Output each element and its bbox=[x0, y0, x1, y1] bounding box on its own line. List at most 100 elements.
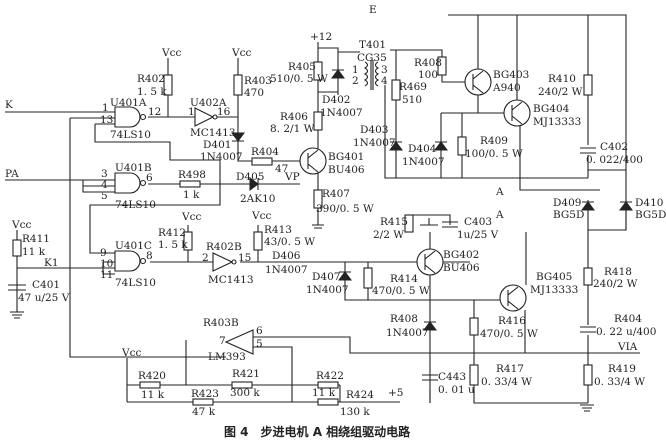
label-parts-r412-1: 1. 5 k bbox=[158, 239, 188, 251]
label-parts-r406-0: R406 bbox=[280, 111, 308, 123]
label-pins-c5: 5 bbox=[256, 338, 263, 350]
label-parts-c402-0: C402 bbox=[600, 141, 628, 153]
label-parts-r404-0: R404 bbox=[251, 146, 279, 158]
vcc-label: Vcc bbox=[251, 210, 271, 222]
label-parts-d402-0: D402 bbox=[322, 94, 350, 106]
label-parts-bg401-1: BU406 bbox=[328, 164, 365, 176]
label-parts-bg401-0: BG401 bbox=[328, 151, 364, 163]
labels: K PA VP K1 E A A VIA +12 +5 Vcc Vcc Vcc … bbox=[5, 4, 666, 439]
label-parts-c403-1: 1u/25 V bbox=[457, 229, 499, 241]
label-parts-r404b-1: 0. 22 u/400 bbox=[596, 326, 656, 338]
gate-u401a bbox=[114, 106, 141, 128]
transformer-t401 bbox=[363, 60, 380, 90]
label-parts-r414-1: 470/0. 5 W bbox=[372, 285, 430, 297]
buffer-bubble bbox=[212, 114, 218, 120]
label-parts-t401-0: T401 bbox=[359, 39, 386, 51]
vcc-label: Vcc bbox=[121, 347, 141, 359]
gate-u401c bbox=[114, 250, 141, 272]
label-pins-p8: 8 bbox=[146, 250, 153, 262]
label-parts-u402a-0: U402A bbox=[190, 97, 227, 109]
label-pins-p16: 16 bbox=[217, 106, 231, 118]
label-pins-p6: 6 bbox=[146, 172, 153, 184]
label-parts-d401-1: 1N4007 bbox=[200, 151, 243, 163]
label-parts-u401b-0: U401B bbox=[115, 162, 152, 174]
label-parts-r417-1: 0. 33/4 W bbox=[481, 376, 532, 388]
signal-via: VIA bbox=[617, 341, 638, 353]
label-pins-t1: 1 bbox=[352, 64, 359, 76]
label-parts-r403b-0: R403B bbox=[203, 317, 239, 329]
label-parts-r420-0: R420 bbox=[138, 370, 166, 382]
label-pins-p3: 3 bbox=[101, 168, 108, 180]
label-parts-d407-0: D407 bbox=[312, 271, 340, 283]
label-parts-r411-0: R411 bbox=[22, 233, 50, 245]
label-parts-r404-1: 47 bbox=[275, 163, 288, 175]
label-pins-pin1: 1 bbox=[188, 106, 195, 118]
label-pins-p11: 11 bbox=[100, 269, 113, 281]
label-parts-r402-1: 1. 5 k bbox=[137, 86, 167, 98]
label-parts-bg405-0: BG405 bbox=[536, 271, 572, 283]
signal-pa: PA bbox=[5, 168, 19, 180]
label-pins-t2: 2 bbox=[352, 75, 359, 87]
label-parts-r415-1: 2/2 W bbox=[373, 229, 404, 241]
label-parts-r417-0: R417 bbox=[496, 363, 524, 375]
label-parts-r404b-0: R404 bbox=[614, 313, 642, 325]
schematic-element bbox=[344, 200, 627, 404]
resistor-r420 bbox=[139, 381, 161, 389]
resistor-r417 bbox=[469, 364, 479, 386]
figure-caption: 图 4 步进电机 A 相绕组驱动电路 bbox=[224, 424, 411, 439]
label-parts-d410-1: BG5D bbox=[635, 209, 666, 221]
resistor-r404 bbox=[251, 157, 273, 166]
label-parts-u401c-1: 74LS10 bbox=[115, 277, 156, 289]
label-parts-d401-0: D401 bbox=[203, 139, 231, 151]
transistor-leads bbox=[307, 70, 523, 310]
resistor-r423 bbox=[192, 398, 214, 406]
label-parts-r407-0: R407 bbox=[322, 188, 350, 200]
schematic-element bbox=[338, 14, 627, 230]
label-parts-r413-0: R413 bbox=[264, 224, 292, 236]
label-pins-p13: 13 bbox=[100, 114, 113, 126]
label-parts-r403b-1: LM393 bbox=[208, 351, 246, 363]
label-parts-d407-1: 1N4007 bbox=[306, 284, 349, 296]
label-parts-u401c-0: U401C bbox=[115, 240, 152, 252]
label-parts-r408b-0: R408 bbox=[390, 313, 418, 325]
vcc-label: Vcc bbox=[11, 219, 31, 231]
label-parts-r421-0: R421 bbox=[232, 368, 260, 380]
label-parts-r402b-1: MC1413 bbox=[208, 274, 254, 286]
label-parts-d409-1: BG5D bbox=[553, 209, 584, 221]
label-parts-r424-1: 130 k bbox=[340, 406, 370, 418]
label-parts-d402-1: 1N4007 bbox=[320, 107, 363, 119]
label-parts-t401-1: CG35 bbox=[357, 52, 387, 64]
label-parts-r422-0: R422 bbox=[316, 370, 344, 382]
label-parts-d406-1: 1N4007 bbox=[265, 264, 308, 276]
resistor-r413 bbox=[253, 231, 263, 251]
label-parts-r415-0: R415 bbox=[380, 216, 408, 228]
label-parts-r402b-0: R402B bbox=[206, 241, 242, 253]
label-parts-u401a-1: 74LS10 bbox=[110, 129, 151, 141]
resistor-r405 bbox=[313, 61, 323, 81]
label-parts-bg402-1: BU406 bbox=[443, 262, 480, 274]
resistor-r402 bbox=[163, 74, 173, 96]
label-parts-r469-1: 510 bbox=[402, 94, 422, 106]
label-parts-u402a-1: MC1413 bbox=[190, 127, 236, 139]
label-pins-t4: 4 bbox=[381, 75, 388, 87]
supply-5v: +5 bbox=[388, 387, 403, 399]
signal-e: E bbox=[369, 4, 377, 16]
label-parts-d409-0: D409 bbox=[553, 197, 581, 209]
resistor-r418 bbox=[583, 267, 593, 286]
vcc-label: Vcc bbox=[181, 211, 201, 223]
resistor-r421 bbox=[231, 381, 253, 389]
label-parts-r410-0: R410 bbox=[548, 73, 576, 85]
label-parts-r407-1: 390/0. 5 W bbox=[316, 203, 374, 215]
label-parts-d405-0: D405 bbox=[236, 171, 264, 183]
label-parts-u401a-0: U401A bbox=[110, 97, 147, 109]
resistor-r498 bbox=[179, 180, 201, 188]
label-parts-r418-1: 240/2 W bbox=[593, 278, 638, 290]
transistor-bg403 bbox=[464, 68, 492, 96]
wires bbox=[5, 14, 640, 404]
label-parts-r409-0: R409 bbox=[480, 135, 508, 147]
label-parts-d404-1: 1N4007 bbox=[402, 156, 445, 168]
ground-symbols bbox=[10, 218, 594, 412]
label-parts-r423-1: 47 k bbox=[192, 406, 216, 418]
label-parts-bg404-1: MJ13333 bbox=[533, 116, 581, 128]
label-pins-p4: 4 bbox=[101, 179, 108, 191]
